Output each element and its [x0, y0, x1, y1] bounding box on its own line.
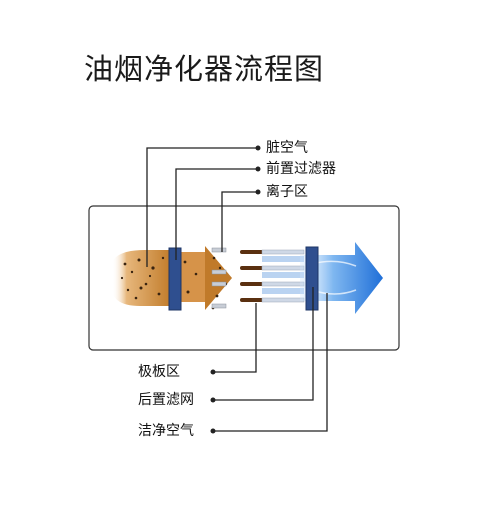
purifier-housing: [88, 205, 400, 351]
label-plate-zone: 极板区: [138, 364, 180, 380]
diagram-title: 油烟净化器流程图: [84, 52, 325, 86]
pre-filter-panel: [168, 247, 182, 311]
label-pre-filter: 前置过滤器: [266, 161, 336, 177]
callout-dots: [210, 145, 261, 434]
soot-particles: [120, 256, 228, 310]
ion-zone-rods: [211, 247, 227, 309]
label-post-filter: 后置滤网: [138, 392, 194, 408]
callout-lines: [146, 147, 328, 432]
post-filter-panel: [305, 246, 319, 311]
label-clean-air: 洁净空气: [138, 423, 194, 439]
label-ion-zone: 离子区: [266, 184, 308, 200]
collector-plates: [240, 249, 305, 303]
label-dirty-air: 脏空气: [266, 140, 308, 156]
